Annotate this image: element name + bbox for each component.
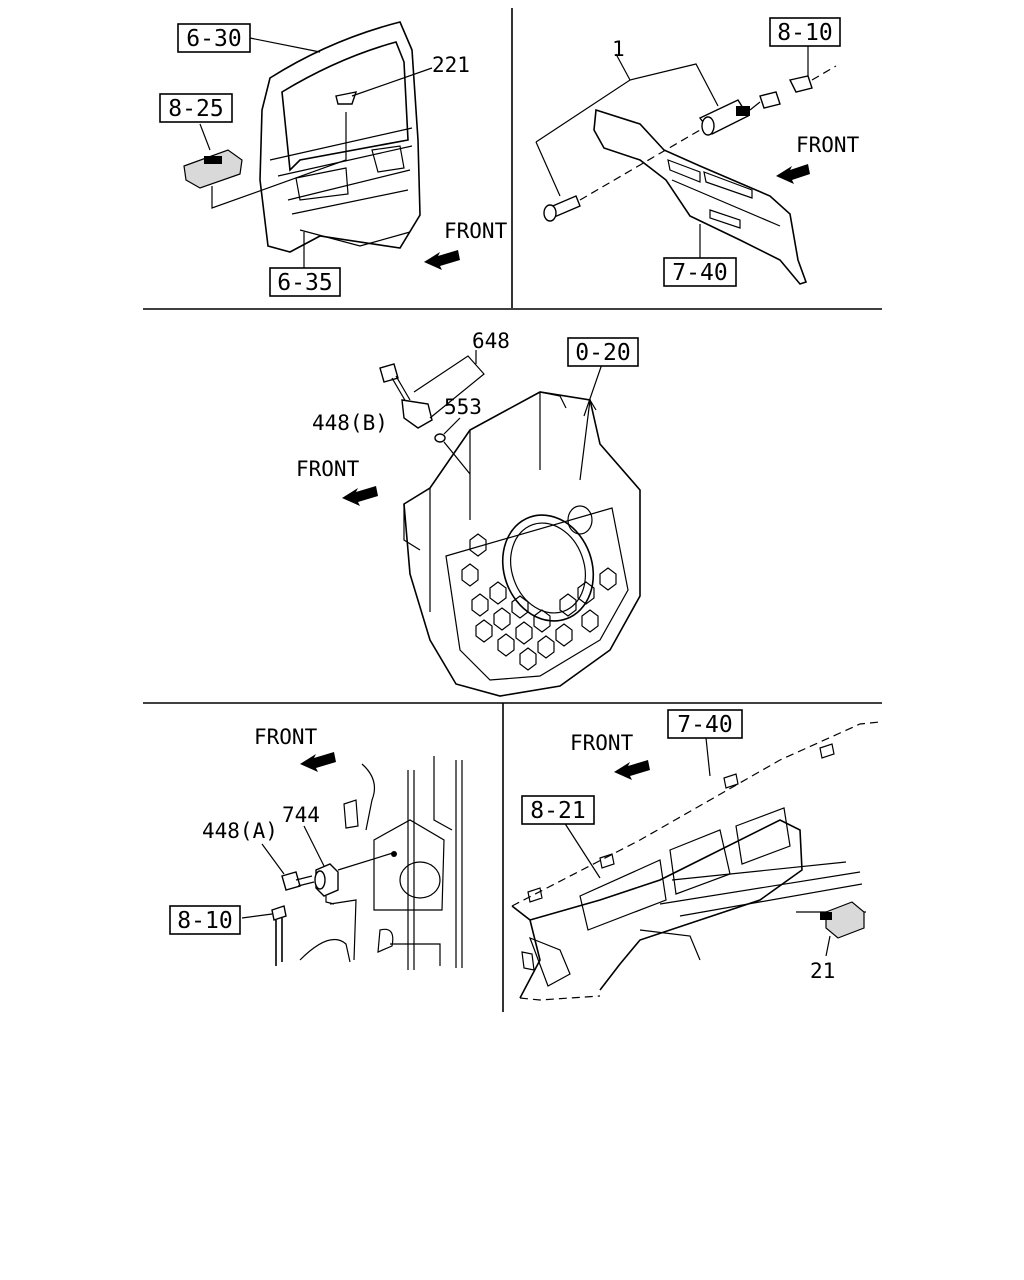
front-label: FRONT bbox=[570, 731, 634, 755]
connector-8-10 bbox=[271, 905, 287, 921]
part-221-lamp bbox=[335, 91, 358, 105]
instrument-panel: 7-40 8-21 21 FRONT bbox=[511, 709, 881, 1001]
front-arrow-icon bbox=[776, 164, 810, 184]
flywheel-housing bbox=[403, 391, 641, 697]
switch-21 bbox=[825, 901, 865, 939]
sensor-648 bbox=[401, 399, 433, 429]
ref-7-40-dash[interactable]: 7-40 bbox=[677, 712, 732, 738]
front-label: FRONT bbox=[254, 725, 318, 749]
front-arrow-icon bbox=[342, 486, 378, 506]
ref-6-35: 6-35 bbox=[277, 270, 332, 296]
part-1-label: 1 bbox=[612, 37, 625, 61]
switch-8-25 bbox=[183, 149, 243, 189]
front-label: FRONT bbox=[444, 219, 508, 243]
part-21-label: 21 bbox=[810, 959, 835, 983]
ref-0-20[interactable]: 0-20 bbox=[575, 340, 630, 366]
bracket-panel: 8-10 448(A) 744 FRONT bbox=[169, 725, 463, 970]
flywheel-panel: 0-20 648 553 448(B) FRONT bbox=[296, 329, 641, 697]
front-label: FRONT bbox=[296, 457, 360, 481]
dashboard-7-40 bbox=[511, 721, 881, 1001]
part-448a-label: 448(A) bbox=[202, 819, 278, 843]
door-outline bbox=[259, 21, 421, 253]
side-panel-7-40 bbox=[593, 108, 808, 285]
door-panel: 6-30 8-25 6-35 221 FRONT bbox=[159, 21, 508, 297]
panel-dividers bbox=[143, 8, 882, 1012]
front-arrow-icon bbox=[424, 250, 460, 270]
ref-8-25[interactable]: 8-25 bbox=[168, 96, 223, 122]
part-448b-label: 448(B) bbox=[312, 411, 388, 435]
bolt-448b bbox=[379, 363, 399, 383]
dash-side-panel: 8-10 7-40 1 FRONT bbox=[535, 17, 860, 287]
ref-8-10-bottom[interactable]: 8-10 bbox=[177, 908, 232, 934]
ref-8-10-top[interactable]: 8-10 bbox=[777, 20, 832, 46]
ref-8-21[interactable]: 8-21 bbox=[530, 798, 585, 824]
part-744-label: 744 bbox=[282, 803, 320, 827]
part-553-label: 553 bbox=[444, 395, 482, 419]
front-arrow-icon bbox=[614, 760, 650, 780]
honeycomb-ribs bbox=[461, 533, 617, 671]
bolt-448a bbox=[281, 871, 301, 891]
part-221-label: 221 bbox=[432, 53, 470, 77]
part-648-label: 648 bbox=[472, 329, 510, 353]
front-label: FRONT bbox=[796, 133, 860, 157]
ref-7-40-side[interactable]: 7-40 bbox=[672, 260, 727, 286]
front-arrow-icon bbox=[300, 752, 336, 772]
ref-6-30[interactable]: 6-30 bbox=[186, 26, 241, 52]
